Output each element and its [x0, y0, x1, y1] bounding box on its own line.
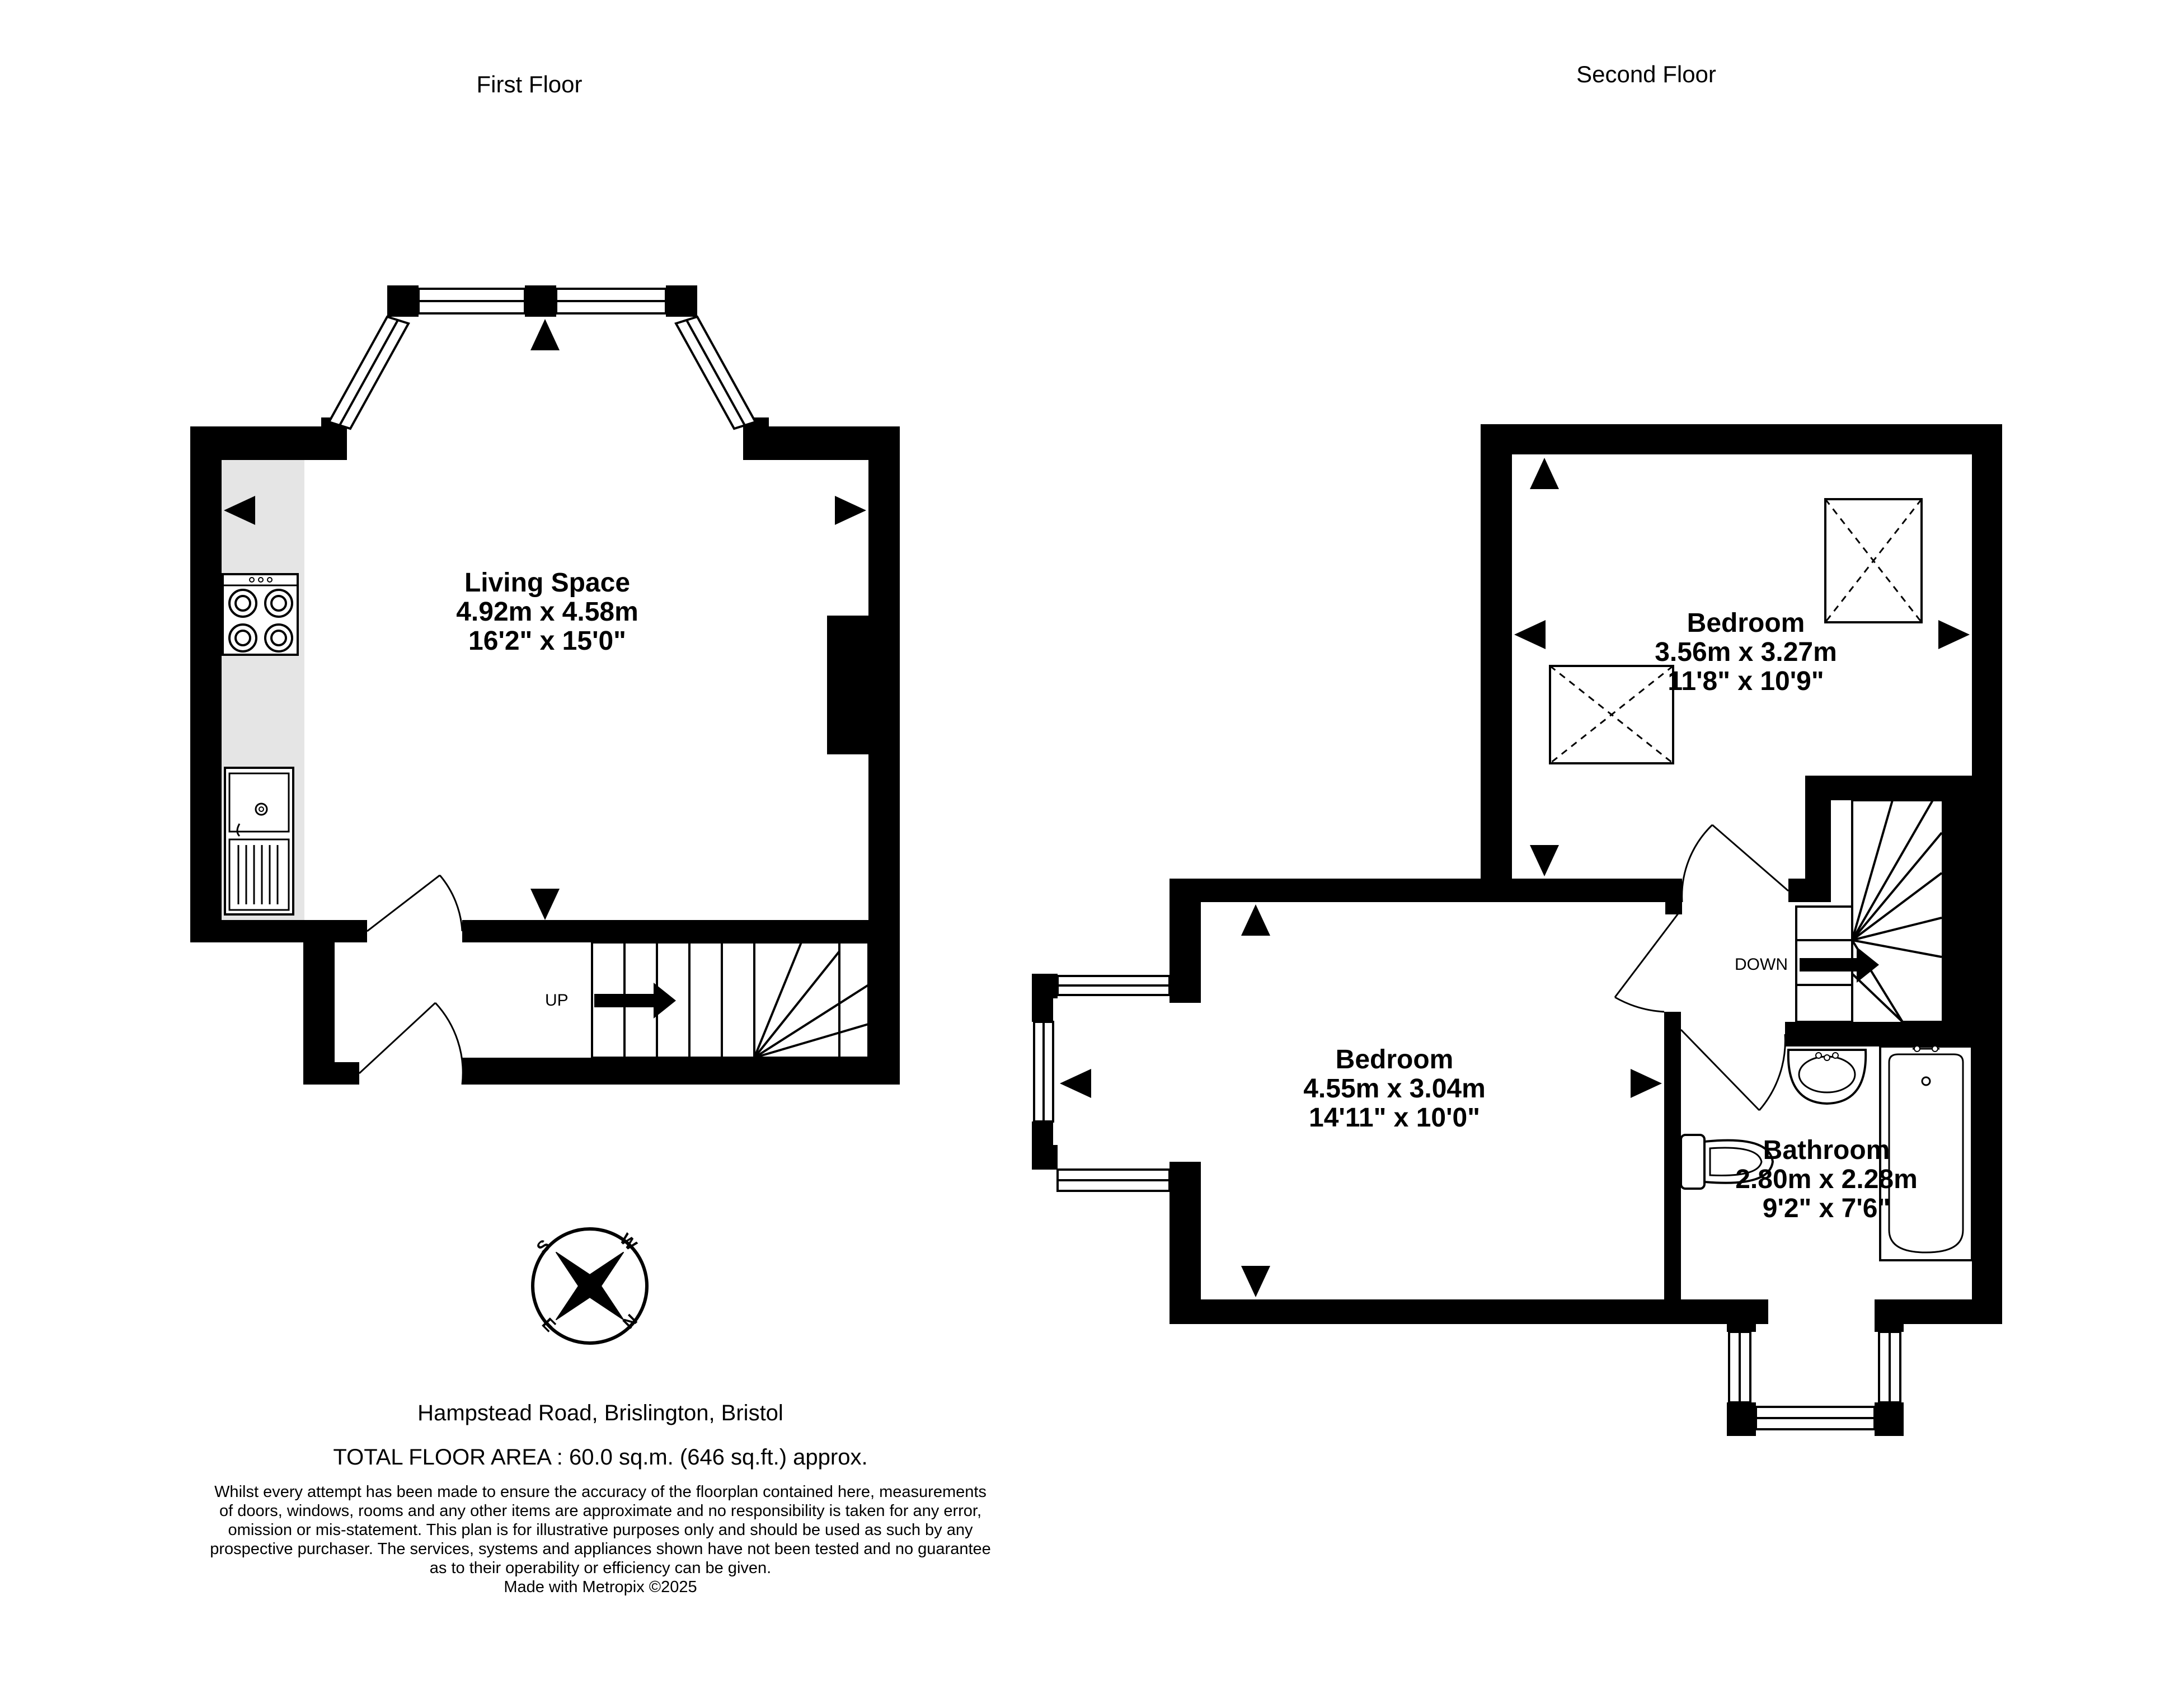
- upper-bedroom-dimension-arrows: [1514, 458, 1970, 876]
- disclaimer-credit: Made with Metropix ©2025: [504, 1578, 697, 1596]
- room-name: Bedroom: [1687, 608, 1805, 638]
- lower-bedroom-dimension-arrows: [1060, 904, 1662, 1297]
- hob-icon: [222, 573, 299, 656]
- disclaimer-line: omission or mis-statement. This plan is …: [228, 1520, 973, 1539]
- room-label-bathroom: Bathroom 2.80m x 2.28m 9'2" x 7'6": [1735, 1136, 1918, 1223]
- room-imperial: 9'2" x 7'6": [1762, 1193, 1891, 1223]
- room-label-living-space: Living Space 4.92m x 4.58m 16'2" x 15'0": [456, 569, 638, 655]
- room-label-lower-bedroom: Bedroom 4.55m x 3.04m 14'11" x 10'0": [1303, 1045, 1486, 1132]
- first-floor-walls: [190, 285, 900, 1085]
- property-address: Hampstead Road, Brislington, Bristol: [417, 1401, 783, 1425]
- disclaimer-line: Whilst every attempt has been made to en…: [214, 1483, 987, 1501]
- second-floor-title: Second Floor: [1576, 61, 1716, 87]
- kitchen-sink-icon: [224, 767, 294, 916]
- washbasin-icon: [1787, 1049, 1867, 1105]
- disclaimer-line: prospective purchaser. The services, sys…: [210, 1540, 991, 1558]
- stairs-up-arrow-icon: [594, 983, 676, 1019]
- first-floor-doors: [358, 874, 464, 1085]
- room-name: Bedroom: [1335, 1045, 1454, 1074]
- disclaimer: Whilst every attempt has been made to en…: [210, 1483, 991, 1597]
- room-imperial: 16'2" x 15'0": [468, 626, 626, 656]
- chimney-breast: [827, 616, 868, 754]
- bathtub-icon: [1879, 1045, 1973, 1261]
- stairs-down-arrow-icon: [1800, 947, 1879, 983]
- stairs-down-label: DOWN: [1735, 955, 1788, 974]
- room-metric: 4.55m x 3.04m: [1303, 1073, 1486, 1104]
- disclaimer-line: of doors, windows, rooms and any other i…: [219, 1501, 982, 1520]
- total-floor-area: TOTAL FLOOR AREA : 60.0 sq.m. (646 sq.ft…: [333, 1445, 868, 1470]
- room-label-upper-bedroom: Bedroom 3.56m x 3.27m 11'8" x 10'9": [1655, 609, 1837, 696]
- second-floor-walls: [1032, 424, 2002, 1436]
- stairs-up-label: UP: [545, 991, 569, 1010]
- room-imperial: 11'8" x 10'9": [1668, 666, 1824, 696]
- first-floor-staircase: [591, 941, 870, 1059]
- room-metric: 4.92m x 4.58m: [456, 597, 638, 627]
- second-floor-staircase: [1795, 799, 1943, 1023]
- room-metric: 2.80m x 2.28m: [1735, 1164, 1918, 1194]
- toilet-icon: [1680, 1134, 1774, 1190]
- room-name: Living Space: [464, 568, 631, 598]
- living-dimension-arrows: [224, 319, 866, 920]
- second-floor-plan: [1032, 424, 2002, 1436]
- compass-icon: [531, 1227, 649, 1345]
- room-metric: 3.56m x 3.27m: [1655, 637, 1837, 667]
- disclaimer-line: as to their operability or efficiency ca…: [429, 1559, 772, 1577]
- first-floor-plan: [190, 285, 900, 1085]
- second-floor-bay-windows: [1033, 975, 1901, 1430]
- second-floor-doors: [1614, 824, 1789, 1111]
- room-imperial: 14'11" x 10'0": [1309, 1102, 1480, 1133]
- skylight-icons: [1549, 498, 1923, 764]
- first-floor-title: First Floor: [476, 71, 583, 97]
- first-floor-bay-windows: [327, 288, 757, 430]
- room-name: Bathroom: [1763, 1135, 1890, 1165]
